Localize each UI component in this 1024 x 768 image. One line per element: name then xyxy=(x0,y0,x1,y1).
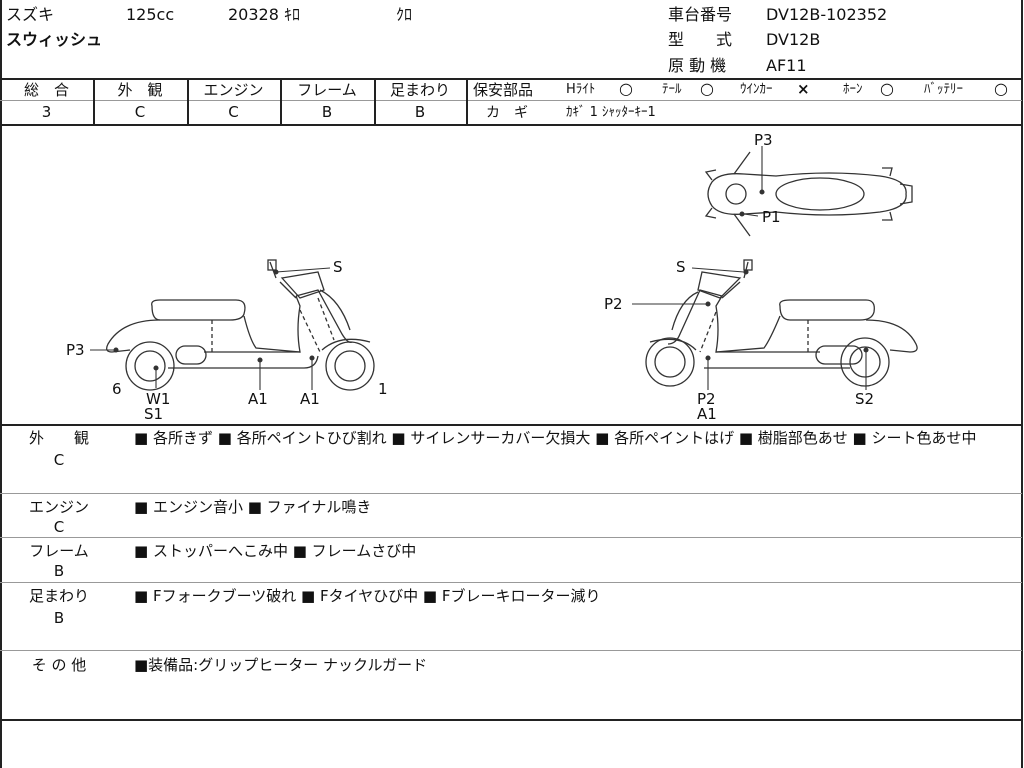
grade-value-exterior: C xyxy=(134,103,146,121)
grade-label-engine: エンジン xyxy=(203,81,264,99)
diagram-label-right-s: S xyxy=(676,258,686,276)
diagram-label-top-p3: P3 xyxy=(754,131,773,149)
grade-value-engine: C xyxy=(228,103,239,121)
grade-mid-line xyxy=(0,100,467,101)
section-label-other: そ の 他 xyxy=(31,656,87,674)
frame-right xyxy=(1021,0,1023,768)
frame-no: DV12B-102352 xyxy=(766,5,888,24)
diagram-label-left-p3: P3 xyxy=(66,341,85,359)
safety-mid-line xyxy=(467,100,1022,101)
safety-mark-headlight: ○ xyxy=(619,79,633,98)
displacement: 125cc xyxy=(126,5,175,24)
safety-mark-taillight: ○ xyxy=(700,79,714,98)
safety-item-horn: ﾎｰﾝ xyxy=(843,82,863,97)
grade-bottom-line xyxy=(0,124,1023,126)
grade-sep-3 xyxy=(280,78,282,125)
safety-item-taillight: ﾃｰﾙ xyxy=(662,82,682,97)
diagram-label-left-s1: S1 xyxy=(144,405,164,423)
diagram-label-top-p1: P1 xyxy=(762,208,781,226)
sections-top-line xyxy=(0,424,1023,426)
section-text-engine: ■ エンジン音小 ■ ファイナル鳴き xyxy=(134,498,372,516)
diagram-label-left-a1a: A1 xyxy=(248,390,268,408)
section-text-frame: ■ ストッパーへこみ中 ■ フレームさび中 xyxy=(134,542,417,560)
grade-value-suspension: B xyxy=(414,103,426,121)
diagram-label-left-s: S xyxy=(333,258,343,276)
diagram-label-left-a1b: A1 xyxy=(300,390,320,408)
safety-label: 保安部品 xyxy=(473,81,534,99)
grade-sep-2 xyxy=(187,78,189,125)
section-label-suspension: 足まわり xyxy=(28,587,89,605)
diagram-label-right-p2: P2 xyxy=(604,295,623,313)
safety-mark-winker: × xyxy=(797,80,810,98)
section-grade-suspension: B xyxy=(53,609,65,627)
right-side-scooter xyxy=(645,259,918,387)
grade-sep-5 xyxy=(466,78,468,125)
maker: スズキ xyxy=(6,5,55,24)
diagram-label-left-1: 1 xyxy=(378,380,388,398)
safety-mark-battery: ○ xyxy=(994,79,1008,98)
diagram-label-right-a1: A1 xyxy=(697,405,717,423)
diagram-label-right-p2b: P2 xyxy=(697,390,716,408)
diagram-label-left-6: 6 xyxy=(112,380,122,398)
engine-label: 原 動 機 xyxy=(668,56,727,75)
grade-value-frame: B xyxy=(321,103,333,121)
color: ｸﾛ xyxy=(396,5,413,24)
key-value: ｶｷﾞ 1 ｼｬｯﾀｰｷｰ1 xyxy=(566,105,656,120)
top-view-scooter xyxy=(704,151,913,237)
section-text-other: ■装備品:グリップヒーター ナックルガード xyxy=(134,656,428,674)
safety-mark-horn: ○ xyxy=(880,79,894,98)
sections-bottom-line xyxy=(0,719,1023,721)
diagram-label-left-w1: W1 xyxy=(146,390,171,408)
left-side-scooter xyxy=(106,259,375,391)
section-label-engine: エンジン xyxy=(28,498,89,516)
section-grade-frame: B xyxy=(53,562,65,580)
section-grade-exterior: C xyxy=(53,451,65,469)
frame-left xyxy=(0,0,2,768)
grade-label-suspension: 足まわり xyxy=(389,81,450,99)
section-line-3 xyxy=(0,582,1022,583)
mileage: 20328 ｷﾛ xyxy=(228,5,300,24)
safety-item-headlight: Hﾗｲﾄ xyxy=(566,82,596,97)
key-label: カ ギ xyxy=(486,105,528,121)
section-grade-engine: C xyxy=(53,518,65,536)
section-text-suspension: ■ Fフォークブーツ破れ ■ Fタイヤひび中 ■ Fブレーキローター減り xyxy=(134,587,601,605)
section-line-4 xyxy=(0,650,1022,651)
grade-label-total: 総 合 xyxy=(23,81,69,99)
diagram-label-right-s2: S2 xyxy=(855,390,875,408)
grade-label-exterior: 外 観 xyxy=(117,81,163,99)
grade-value-total: 3 xyxy=(41,103,52,121)
section-line-2 xyxy=(0,537,1022,538)
grade-label-frame: フレーム xyxy=(297,81,357,99)
grade-top-line xyxy=(0,78,1023,80)
frame-no-label: 車台番号 xyxy=(668,5,733,24)
grade-sep-1 xyxy=(93,78,95,125)
engine-value: AF11 xyxy=(766,56,807,75)
section-line-1 xyxy=(0,493,1022,494)
type-value: DV12B xyxy=(766,30,821,49)
type-label: 型 式 xyxy=(668,30,733,49)
safety-item-winker: ｳｲﾝｶｰ xyxy=(740,82,773,97)
section-text-exterior: ■ 各所きず ■ 各所ペイントひび割れ ■ サイレンサーカバー欠損大 ■ 各所ペ… xyxy=(134,429,977,447)
section-label-exterior: 外 観 xyxy=(28,429,89,447)
safety-item-battery: ﾊﾞｯﾃﾘｰ xyxy=(924,82,963,97)
section-label-frame: フレーム xyxy=(29,542,89,560)
model-name: スウィッシュ xyxy=(6,30,103,49)
grade-sep-4 xyxy=(374,78,376,125)
